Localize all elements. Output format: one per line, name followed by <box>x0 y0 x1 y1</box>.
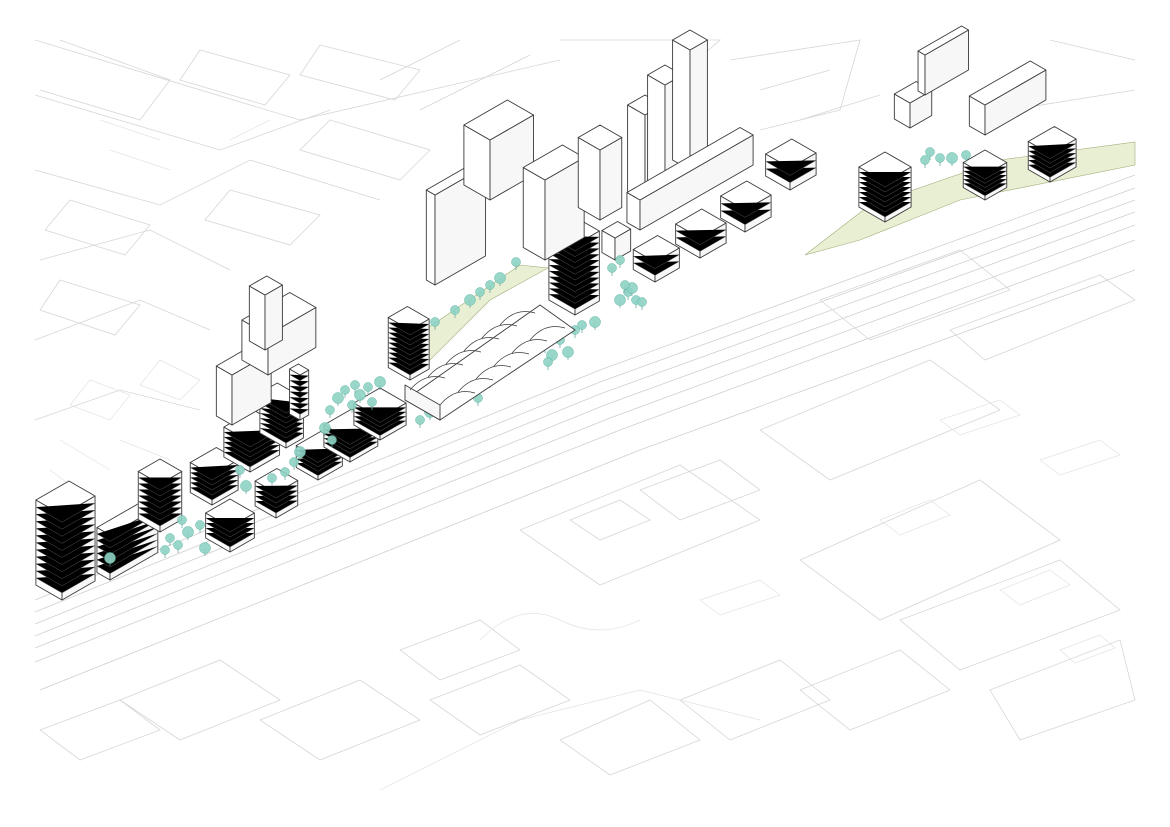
tree <box>347 400 357 413</box>
tree <box>374 376 386 390</box>
block-west-10 <box>289 363 310 421</box>
tree <box>620 280 630 293</box>
context-street-network <box>34 39 1136 501</box>
tower-center-2 <box>577 124 623 221</box>
tree <box>935 153 945 166</box>
tree <box>325 405 335 418</box>
building-massing <box>35 25 1077 601</box>
east-block-3 <box>1027 126 1077 183</box>
existing-ne-3 <box>968 60 1047 136</box>
tree <box>173 540 183 553</box>
market-hall <box>404 304 576 421</box>
tower-market-west <box>387 306 430 381</box>
tree <box>485 280 495 293</box>
tree <box>340 385 350 398</box>
tower-center-5 <box>672 29 708 171</box>
tree <box>367 397 377 410</box>
tree <box>165 533 175 546</box>
tree <box>607 263 617 276</box>
tree <box>199 542 211 556</box>
tree <box>415 415 425 428</box>
tree <box>925 147 935 160</box>
tree <box>319 422 331 436</box>
east-block-2 <box>962 149 1008 201</box>
tree <box>615 255 625 268</box>
context-south-blocks <box>39 249 1136 791</box>
courtyard-block-4 <box>765 138 817 191</box>
small-block-1 <box>601 221 632 261</box>
tree <box>614 294 626 308</box>
block-west-7 <box>254 468 299 519</box>
tree <box>562 346 574 360</box>
block-west-4 <box>189 447 239 506</box>
tree <box>961 150 971 163</box>
tree <box>195 520 205 533</box>
tree <box>350 380 360 393</box>
existing-ne-2 <box>917 25 969 96</box>
tree <box>327 435 337 448</box>
block-west-5 <box>205 498 255 553</box>
block-west-12 <box>353 387 407 441</box>
block-west-3 <box>137 458 183 533</box>
courtyard-block-2 <box>675 208 727 259</box>
tree <box>494 272 506 286</box>
long-slab <box>626 127 754 231</box>
tree <box>177 515 187 528</box>
courtyard-block-1 <box>632 235 680 283</box>
tree <box>475 287 485 300</box>
tree <box>160 545 170 558</box>
tree <box>577 320 587 333</box>
tree <box>363 382 373 395</box>
hall-north <box>463 99 534 201</box>
tree <box>240 480 252 494</box>
courtyard-block-3 <box>720 180 772 233</box>
tree <box>430 317 440 330</box>
tree <box>104 552 116 566</box>
tree <box>637 297 647 310</box>
tree <box>289 457 299 470</box>
tree <box>332 392 344 406</box>
tree <box>354 389 366 403</box>
tree <box>267 473 277 486</box>
tree <box>280 467 290 480</box>
tree <box>589 316 601 330</box>
tree <box>450 305 460 318</box>
tree <box>543 357 553 370</box>
tree <box>182 526 194 540</box>
tree <box>294 446 306 460</box>
tree <box>511 257 521 270</box>
tower-west-1 <box>35 480 96 601</box>
tree <box>946 152 958 166</box>
east-block-1 <box>858 151 912 223</box>
existing-mid-3 <box>248 275 283 351</box>
tree <box>920 155 930 168</box>
tree <box>464 294 476 308</box>
tree <box>235 465 245 478</box>
tower-center-1 <box>522 144 585 261</box>
